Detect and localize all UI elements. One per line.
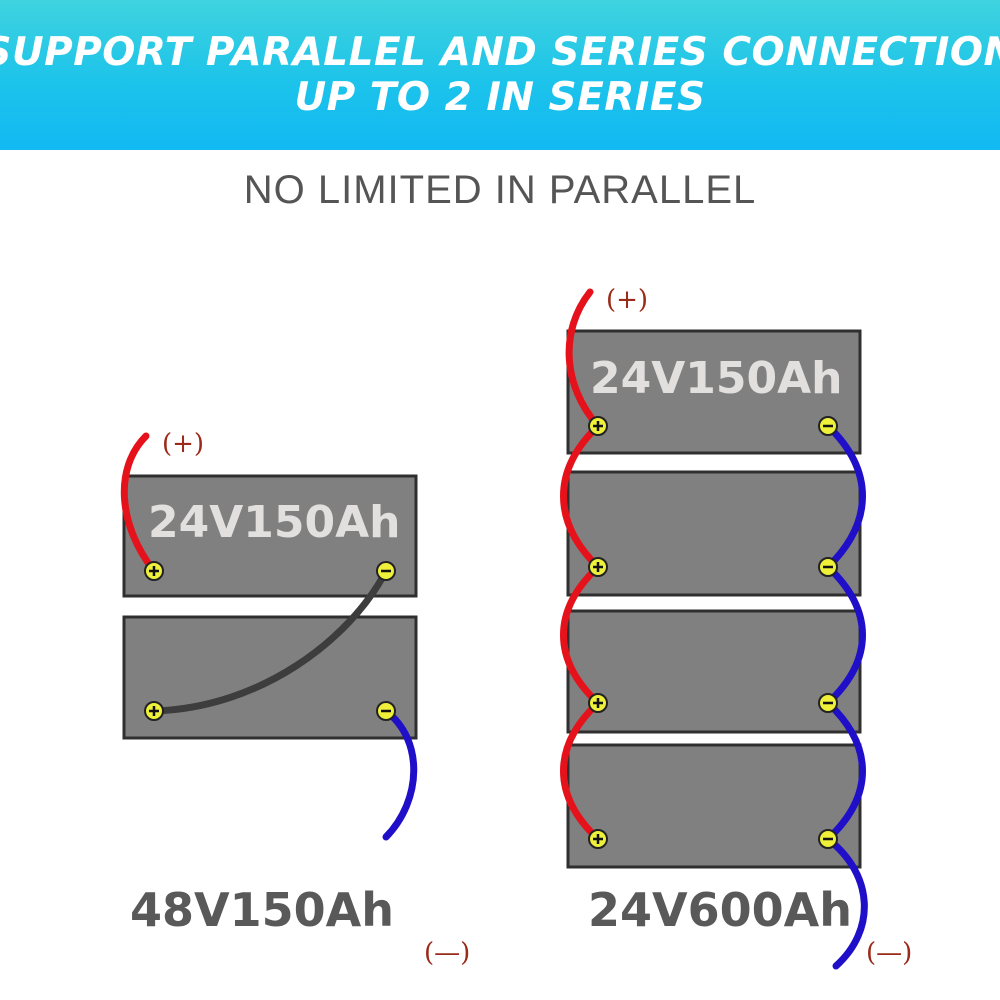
parallel-positive-link [560,699,602,843]
subtitle: NO LIMITED IN PARALLEL [243,168,757,212]
positive-terminal-icon [587,415,609,437]
parallel-negative-link [824,699,866,843]
parallel-positive-link [560,563,602,707]
series-positive-wire [120,432,158,575]
parallel-positive-link [560,422,602,571]
series-positive-label: (+) [162,429,204,459]
parallel-positive-wire [565,288,602,430]
positive-terminal-icon [143,700,165,722]
negative-terminal-icon [817,556,839,578]
parallel-negative-link [824,422,866,571]
series-diagram: 24V150Ah (+) (—) 48V150Ah [120,429,470,968]
positive-terminal-icon [587,692,609,714]
series-negative-label: (—) [424,938,470,968]
header-banner: SUPPORT PARALLEL AND SERIES CONNECTION U… [0,0,1000,150]
parallel-battery-label: 24V150Ah [590,353,843,404]
parallel-negative-wire [824,835,868,970]
parallel-battery-4 [566,743,862,869]
positive-terminal-icon [143,560,165,582]
series-battery-top [122,474,418,598]
parallel-battery-3 [566,609,862,734]
negative-terminal-icon [375,560,397,582]
series-total-label: 48V150Ah [130,883,394,937]
header-title-line-1: SUPPORT PARALLEL AND SERIES CONNECTION [0,30,1000,75]
parallel-negative-link [824,563,866,707]
parallel-battery-1 [566,329,862,455]
negative-terminal-icon [817,828,839,850]
series-link-wire [150,567,390,715]
parallel-battery-2 [566,470,862,597]
series-negative-wire [382,707,418,841]
parallel-total-label: 24V600Ah [588,883,852,937]
series-battery-label: 24V150Ah [148,497,401,548]
parallel-diagram: 24V150Ah (+) (—) 24V600Ah [560,285,912,970]
negative-terminal-icon [817,415,839,437]
negative-terminal-icon [817,692,839,714]
header-title-line-2: UP TO 2 IN SERIES [294,75,706,120]
positive-terminal-icon [587,828,609,850]
positive-terminal-icon [587,556,609,578]
parallel-negative-label: (—) [866,938,912,968]
parallel-positive-label: (+) [606,285,648,315]
negative-terminal-icon [375,700,397,722]
